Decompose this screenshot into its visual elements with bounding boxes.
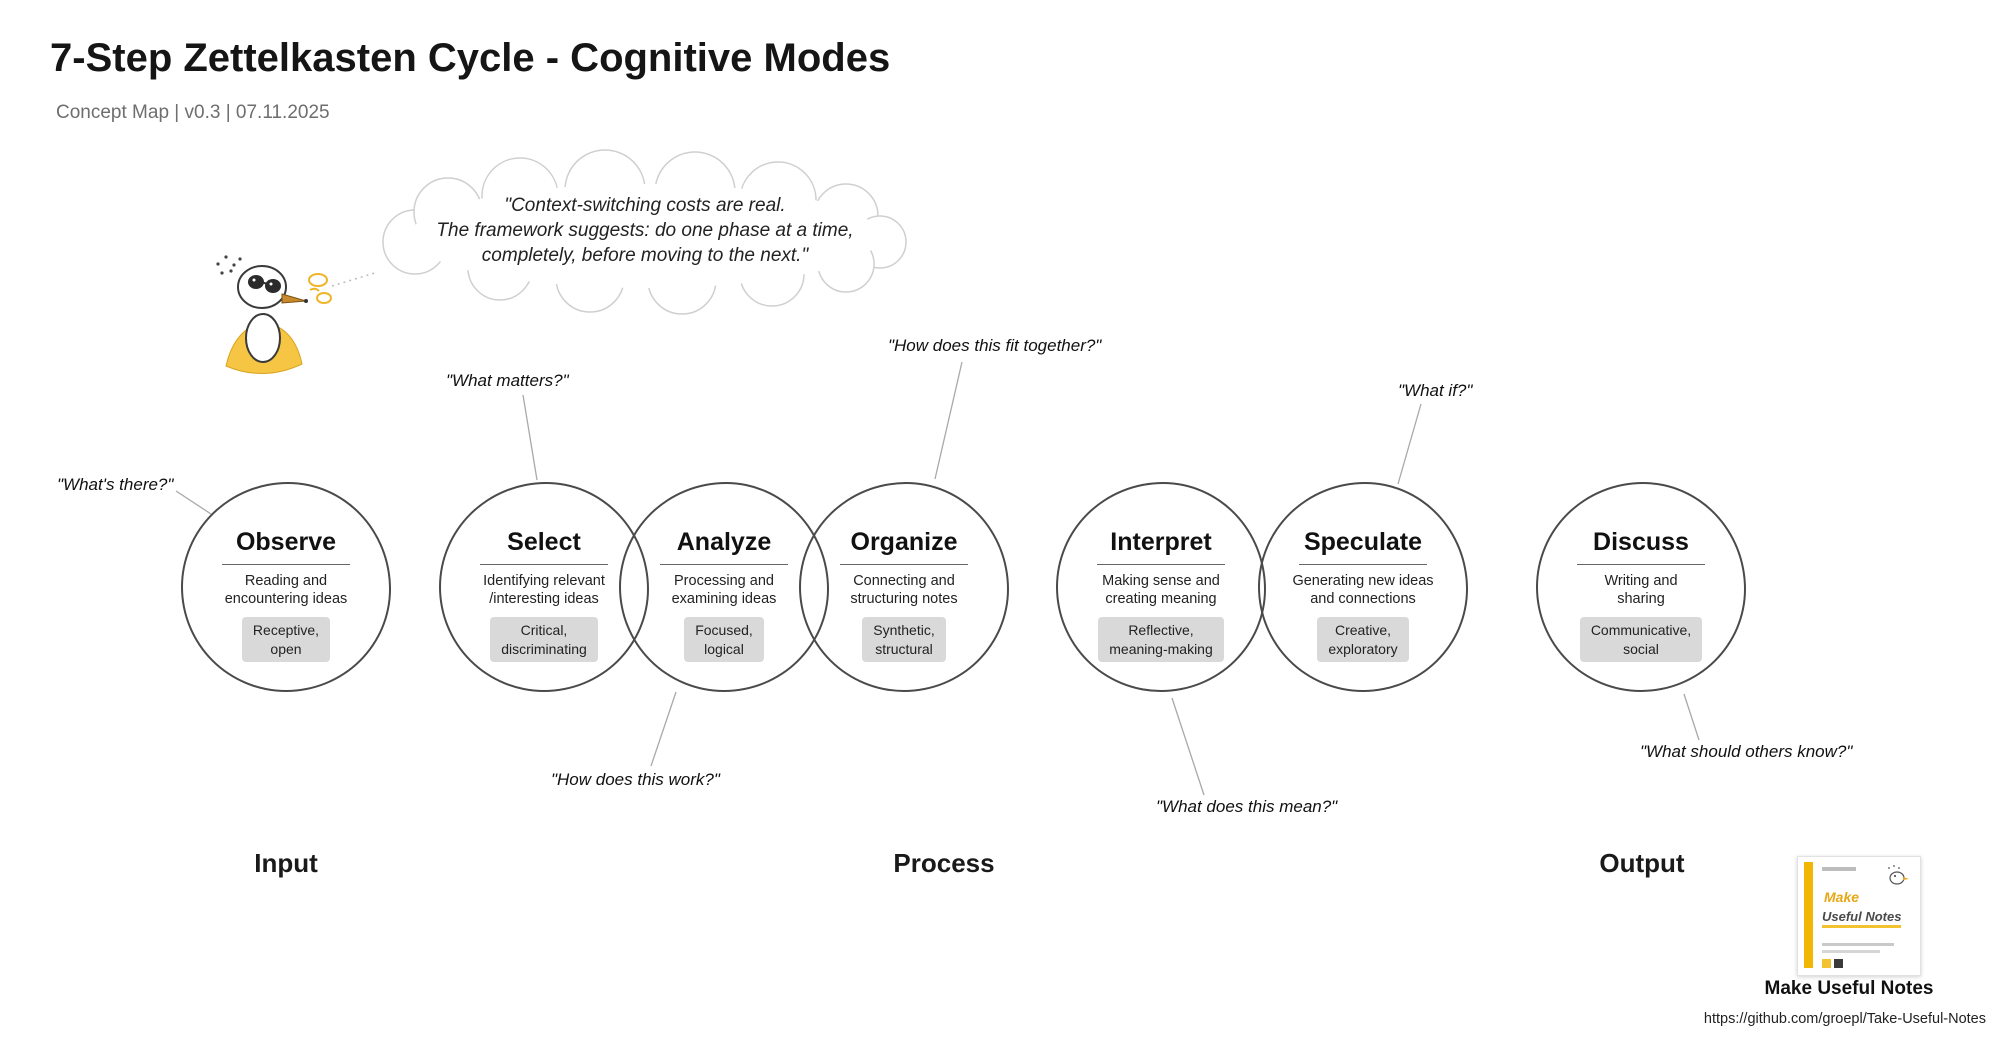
step-description: Reading and encountering ideas <box>224 573 348 607</box>
mascot-pencil <box>281 293 308 304</box>
question-label-analyze: "How does this work?" <box>551 770 720 789</box>
step-description: Connecting and structuring notes <box>850 573 958 607</box>
step-description: Identifying relevant /interesting ideas <box>483 573 605 607</box>
step-separator <box>660 564 788 565</box>
logo-caption-line <box>1822 950 1880 953</box>
step-circle-organize: Organize Connecting and structuring note… <box>799 482 1009 692</box>
logo-caption-line <box>1822 943 1894 946</box>
connector-line-discuss <box>1683 693 1700 741</box>
question-label-observe: "What's there?" <box>57 475 174 494</box>
question-label-organize: "How does this fit together?" <box>888 336 1102 355</box>
mascot-yellow-puffs <box>308 273 332 304</box>
connector-line-select <box>522 394 538 481</box>
step-mode-badge: Receptive, open <box>241 617 331 662</box>
connector-line-observe <box>175 490 212 515</box>
step-mode-badge: Synthetic, structural <box>862 617 946 662</box>
phase-label-input: Input <box>254 848 318 878</box>
mascot-sparkles <box>216 255 242 275</box>
step-name: Analyze <box>676 528 772 556</box>
brand-name: Make Useful Notes <box>1764 978 1934 999</box>
step-description: Processing and examining ideas <box>671 573 777 607</box>
page-title: 7-Step Zettelkasten Cycle - Cognitive Mo… <box>50 36 891 80</box>
step-mode-badge: Focused, logical <box>684 617 764 662</box>
step-circle-observe: Observe Reading and encountering ideas R… <box>181 482 391 692</box>
logo-title-line2: Useful Notes <box>1822 909 1902 928</box>
step-circle-select: Select Identifying relevant /interesting… <box>439 482 649 692</box>
mascot-sunglasses <box>248 275 281 293</box>
page-subtitle: Concept Map | v0.3 | 07.11.2025 <box>56 102 330 123</box>
step-separator <box>840 564 968 565</box>
cloud-tail-line <box>331 271 379 287</box>
mascot-illustration <box>216 255 332 375</box>
mascot-body-cape <box>225 321 303 375</box>
question-label-select: "What matters?" <box>446 371 569 390</box>
step-name: Discuss <box>1593 528 1689 556</box>
question-label-discuss: "What should others know?" <box>1640 742 1853 761</box>
phase-label-process: Process <box>893 848 995 878</box>
step-mode-badge: Creative, exploratory <box>1317 617 1409 662</box>
logo-author-line <box>1822 867 1856 871</box>
mascot-chest <box>245 313 281 363</box>
repo-url: https://github.com/groepl/Take-Useful-No… <box>1703 1011 1986 1027</box>
speech-bubble-text: "Context-switching costs are real. The f… <box>436 195 854 266</box>
phase-label-output: Output <box>1599 848 1685 878</box>
step-circle-discuss: Discuss Writing and sharing Communicativ… <box>1536 482 1746 692</box>
step-description: Generating new ideas and connections <box>1292 573 1434 607</box>
logo-accent-bar <box>1804 862 1813 968</box>
question-label-interpret: "What does this mean?" <box>1156 797 1338 816</box>
step-separator <box>480 564 608 565</box>
step-mode-badge: Critical, discriminating <box>490 617 598 662</box>
step-description: Writing and sharing <box>1604 573 1678 607</box>
step-name: Organize <box>850 528 958 556</box>
step-name: Interpret <box>1110 528 1212 556</box>
step-circle-interpret: Interpret Making sense and creating mean… <box>1056 482 1266 692</box>
step-separator <box>222 564 350 565</box>
step-separator <box>1097 564 1225 565</box>
connector-line-interpret <box>1171 697 1205 796</box>
step-description: Making sense and creating meaning <box>1102 573 1220 607</box>
connector-line-organize <box>934 361 963 480</box>
logo-title-line1: Make <box>1824 889 1860 905</box>
brand-logo-card: Make Useful Notes <box>1797 856 1921 976</box>
step-circle-speculate: Speculate Generating new ideas and conne… <box>1258 482 1468 692</box>
connector-line-analyze <box>650 691 677 767</box>
step-separator <box>1299 564 1427 565</box>
connector-line-speculate <box>1397 403 1422 485</box>
step-mode-badge: Communicative, social <box>1579 617 1703 662</box>
step-name: Speculate <box>1303 528 1423 556</box>
mascot-head <box>237 265 287 309</box>
step-name: Select <box>507 528 581 556</box>
step-mode-badge: Reflective, meaning-making <box>1098 617 1224 662</box>
step-circle-analyze: Analyze Processing and examining ideas F… <box>619 482 829 692</box>
step-name: Observe <box>235 528 337 556</box>
logo-bird-doodle <box>1888 865 1909 885</box>
logo-square-yellow <box>1822 959 1831 968</box>
question-label-speculate: "What if?" <box>1398 381 1473 400</box>
step-separator <box>1577 564 1705 565</box>
logo-square-dark <box>1834 959 1843 968</box>
